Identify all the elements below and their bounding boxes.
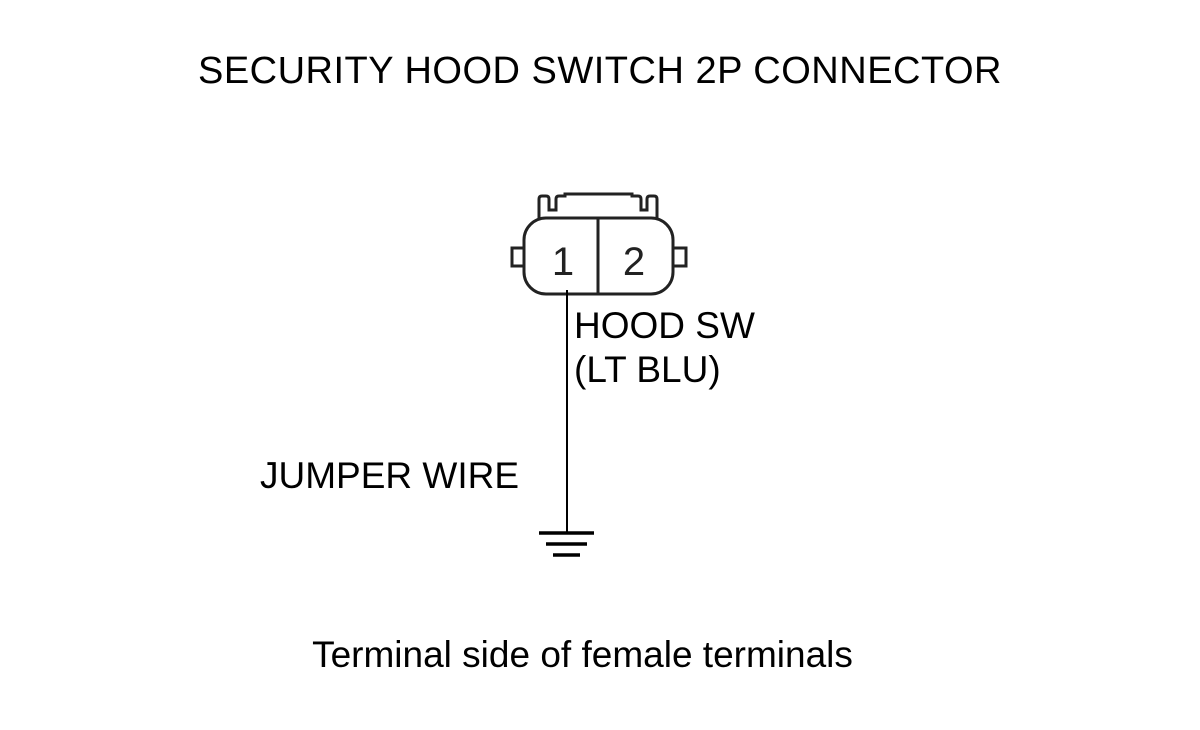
- terminal-1-number: 1: [552, 240, 574, 284]
- terminal-2-number: 2: [623, 240, 645, 284]
- connector-2p-icon: [510, 192, 688, 296]
- wire-color-label: (LT BLU): [574, 349, 721, 390]
- wire-name-label: HOOD SW: [574, 305, 755, 346]
- jumper-wire-label: JUMPER WIRE: [260, 455, 519, 496]
- diagram-caption: Terminal side of female terminals: [312, 634, 853, 675]
- diagram-title: SECURITY HOOD SWITCH 2P CONNECTOR: [197, 50, 1003, 92]
- ground-symbol-icon: [539, 531, 594, 557]
- connector-latch: [537, 192, 659, 222]
